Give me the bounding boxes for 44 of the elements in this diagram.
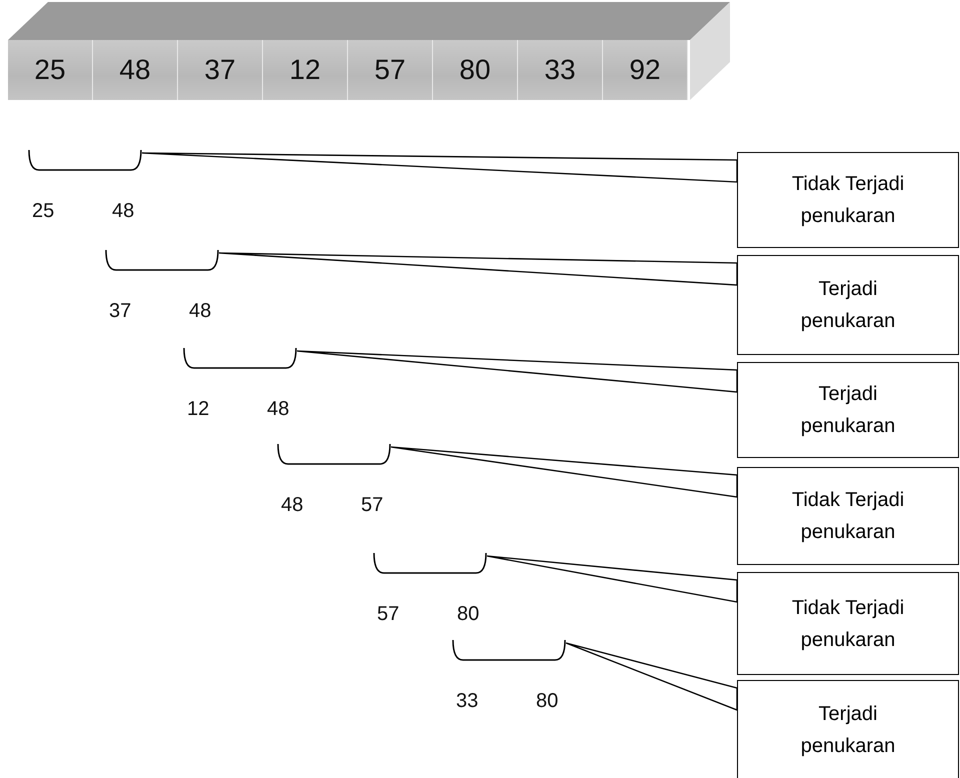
callout-box <box>737 467 959 565</box>
number-label: 37 <box>109 300 132 323</box>
callout-text: Tidak Terjadi penukaran <box>790 596 906 652</box>
number-label: 48 <box>189 300 212 323</box>
bracket <box>27 150 143 172</box>
bracket <box>104 250 220 272</box>
array-cell: 48 <box>93 40 178 100</box>
array-cell: 25 <box>8 40 93 100</box>
bracket <box>276 444 392 466</box>
callout-pointer <box>390 446 738 498</box>
callout-text: Terjadi penukaran <box>800 382 896 439</box>
callout-pointer <box>296 350 738 393</box>
callout-box <box>737 255 959 355</box>
callout-pointer <box>565 642 738 711</box>
callout-box <box>737 572 959 675</box>
number-label: 48 <box>267 398 290 421</box>
callout-box <box>737 362 959 458</box>
callout-box <box>737 680 959 778</box>
callout-text: Tidak Terjadi penukaran <box>790 172 906 229</box>
callout-pointer <box>218 252 738 286</box>
number-label: 48 <box>112 200 134 223</box>
number-label: 48 <box>281 494 304 517</box>
number-label: 57 <box>377 603 400 626</box>
callout-text: Terjadi penukaran <box>800 702 896 759</box>
callout-pointer <box>141 152 738 183</box>
array-cell: 37 <box>178 40 263 100</box>
bracket <box>451 640 567 662</box>
bracket <box>372 553 488 575</box>
callout-box <box>737 152 959 248</box>
array-cell: 92 <box>603 40 688 100</box>
callout-text: Tidak Terjadi penukaran <box>790 488 906 545</box>
array-cell: 33 <box>518 40 603 100</box>
number-label: 33 <box>456 690 478 713</box>
array-cell: 57 <box>348 40 433 100</box>
callout-text: Terjadi penukaran <box>800 277 896 334</box>
number-label: 57 <box>361 494 384 517</box>
number-label: 80 <box>536 690 558 713</box>
array-cell: 80 <box>433 40 518 100</box>
callout-pointer <box>486 555 738 603</box>
number-label: 12 <box>187 398 210 421</box>
array-cell: 12 <box>263 40 348 100</box>
number-label: 80 <box>457 603 480 626</box>
number-label: 25 <box>32 200 54 223</box>
bracket <box>182 348 298 370</box>
